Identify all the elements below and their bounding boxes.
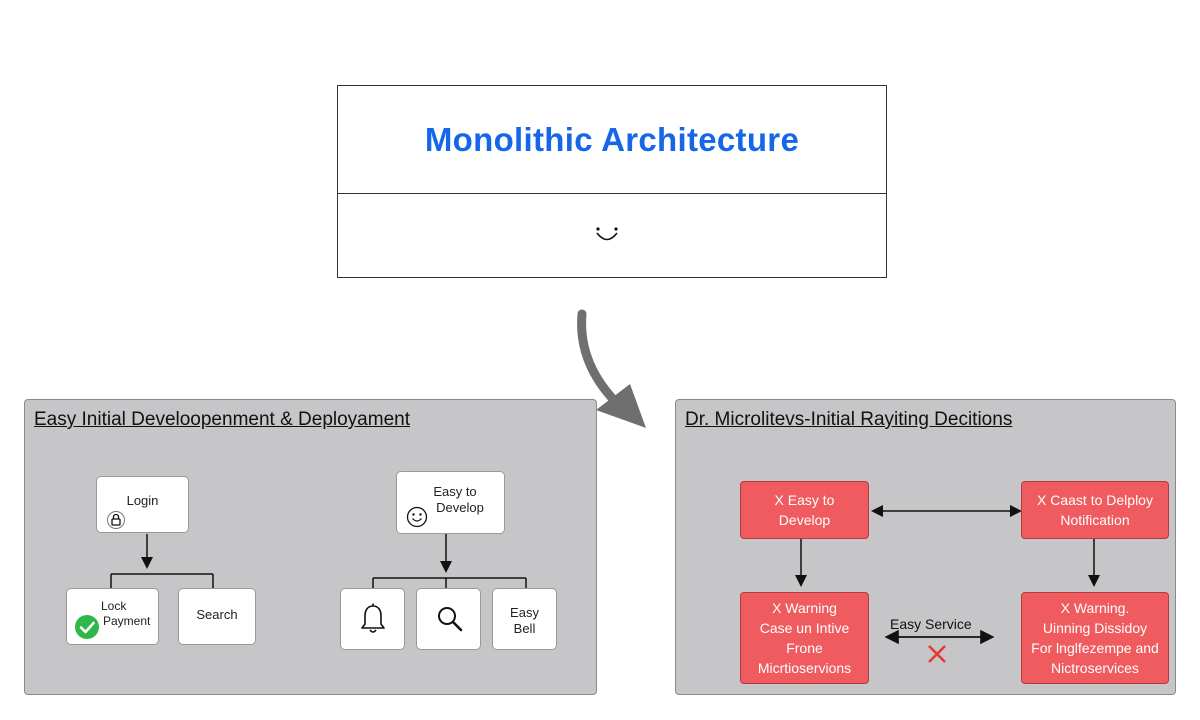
right-panel-title: Dr. Microlitevs-Initial Rayiting Decitio… [685,409,1013,430]
lock-icon [107,511,125,529]
tr-line2: Notification [1060,512,1130,528]
easy-develop-label-line1: Easy to [433,484,477,499]
left-panel-title: Easy Initial Develoopenment & Deployamen… [34,409,410,430]
right-panel-connectors [795,505,1100,663]
monolith-title-area: Monolithic Architecture [338,86,886,194]
curved-arrow-icon [577,309,646,428]
bell-node [340,588,405,650]
tl-line2: Develop [778,512,831,528]
login-label: Login [126,493,159,508]
tl-line1: X Easy to [774,492,835,508]
easy-bell-node: Easy Bell [492,588,557,650]
search-node: Search [178,588,256,645]
monolith-title: Monolithic Architecture [424,120,800,158]
monolith-box: Monolithic Architecture [337,85,887,278]
cross-icon [928,645,946,663]
right-panel: Dr. Microlitevs-Initial Rayiting Decitio… [675,399,1176,695]
easy-to-develop-node: Easy to Develop [396,471,505,534]
left-panel-connectors [110,534,527,588]
bl-line1: X Warning [772,600,837,616]
left-panel: Easy Initial Develoopenment & Deployamen… [24,399,597,695]
easy-service-label: Easy Service [890,616,972,632]
smiley-icon [406,506,428,528]
easy-bell-label-line2: Bell [513,621,536,636]
warning-microservices-node-left: X Warning Case un Intive Frone Micrtiose… [740,592,869,684]
login-node: Login [96,476,189,533]
deploy-notification-warning-node: X Caast to Delploy Notification [1021,481,1169,539]
search-label: Search [196,607,238,622]
bl-line3: Frone [786,640,823,656]
easy-to-develop-warning-node: X Easy to Develop [740,481,869,539]
br-line4: Nictroservices [1051,660,1139,676]
br-line1: X Warning. [1060,600,1130,616]
smile-icon [596,227,618,241]
br-line2: Uinning Dissidoy [1042,620,1148,636]
br-line3: For lnglfezempe and [1031,640,1159,656]
checkmark-icon [75,615,99,639]
bl-line4: Micrtioservions [757,660,852,676]
bell-icon [361,603,385,633]
easy-develop-label-line2: Develop [436,500,484,515]
lock-payment-label-line1: Lock [101,599,127,613]
lock-payment-node: Lock Payment [66,588,159,645]
warning-microservices-node-right: X Warning. Uinning Dissidoy For lnglfeze… [1021,592,1169,684]
lock-payment-label-line2: Payment [103,614,151,628]
bl-line2: Case un Intive [759,620,850,636]
tr-line1: X Caast to Delploy [1037,492,1153,508]
magnifier-node [416,588,481,650]
magnifier-icon [438,607,463,632]
easy-bell-label-line1: Easy [510,605,539,620]
